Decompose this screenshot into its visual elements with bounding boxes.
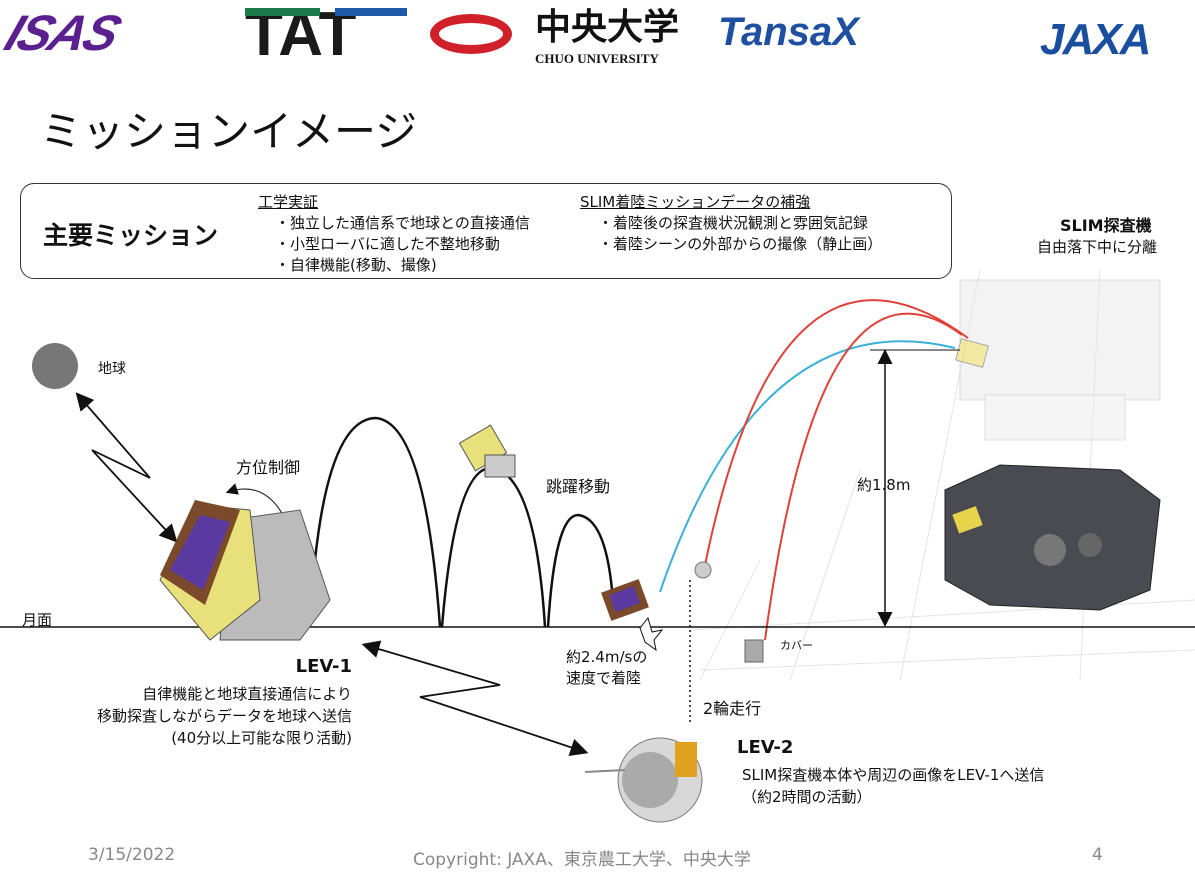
slim-title: SLIM探査機: [1060, 216, 1152, 235]
chuo-logo-jp: 中央大学: [535, 7, 680, 48]
mission-label: 主要ミッション: [43, 221, 219, 250]
tat-bar-green: [245, 8, 320, 16]
earth-label: 地球: [98, 361, 126, 377]
footer-date: 3/15/2022: [88, 845, 176, 865]
slim-spacecraft-image: [944, 464, 1161, 611]
cover-label: カバー: [780, 639, 813, 652]
tat-bar-blue: [335, 8, 407, 16]
col2-item: ・着陸シーンの外部からの撮像（静止画）: [598, 235, 883, 253]
col1-item: ・独立した通信系で地球との直接通信: [275, 214, 530, 232]
hopping-rover-image: [458, 424, 516, 478]
lev2-desc: SLIM探査機本体や周辺の画像をLEV-1へ送信: [742, 766, 1045, 784]
chuo-emblem-icon: [430, 14, 512, 54]
lev1-desc: (40分以上可能な限り活動): [171, 729, 352, 747]
blue-trajectory: [659, 340, 956, 593]
mission-box: [20, 183, 952, 279]
lev2-name: LEV-2: [737, 737, 794, 758]
rover-comm-arrow: [361, 640, 589, 756]
landing-speed-label-2: 速度で着陸: [566, 669, 642, 687]
attitude-label: 方位制御: [236, 458, 301, 477]
cover-image: [744, 639, 764, 663]
impact-icon: [639, 616, 664, 652]
col1-heading: 工学実証: [258, 193, 319, 211]
lev2-rover-image: [584, 737, 703, 823]
hop-arc: [546, 513, 614, 628]
lev2-desc: （約2時間の活動）: [742, 788, 872, 806]
chuo-logo-en: CHUO UNIVERSITY: [535, 51, 659, 66]
surface-label: 月面: [22, 611, 53, 629]
hop-label: 跳躍移動: [546, 477, 611, 496]
lev1-desc: 移動探査しながらデータを地球へ送信: [96, 707, 352, 725]
col1-item: ・自律機能(移動、撮像): [275, 256, 437, 274]
slim-subtitle: 自由落下中に分離: [1037, 238, 1158, 256]
col1-item: ・小型ローバに適した不整地移動: [275, 235, 500, 253]
landing-rover-image: [601, 579, 664, 652]
earth-icon: [32, 343, 78, 389]
red-trajectory-cover: [764, 312, 963, 641]
earth-comm-arrow: [75, 392, 178, 543]
landing-speed-label: 約2.4m/sの: [566, 648, 648, 666]
page-title: ミッションイメージ: [40, 107, 418, 156]
lev1-desc: 自律機能と地球直接通信により: [142, 685, 352, 703]
col2-item: ・着陸後の探査機状況観測と雰囲気記録: [598, 214, 869, 232]
col2-heading: SLIM着陸ミッションデータの補強: [580, 193, 811, 211]
footer-copyright: Copyright: JAXA、東京農工大学、中央大学: [413, 850, 751, 870]
red-trajectory-lev2: [704, 299, 969, 566]
page-number: 4: [1092, 845, 1103, 865]
lev1-rover-image: [159, 500, 331, 641]
lev2-falling-image: [694, 561, 712, 579]
height-label: 約1.8m: [857, 476, 911, 494]
lev1-name: LEV-1: [295, 656, 352, 677]
jaxa-logo: JAXA: [1040, 15, 1151, 64]
hop-arc: [440, 466, 547, 628]
tansax-logo: TansaX: [718, 10, 859, 54]
slim-ghost-image: [955, 279, 1161, 441]
two-wheel-label: 2輪走行: [703, 699, 762, 718]
hop-arc: [313, 416, 442, 628]
